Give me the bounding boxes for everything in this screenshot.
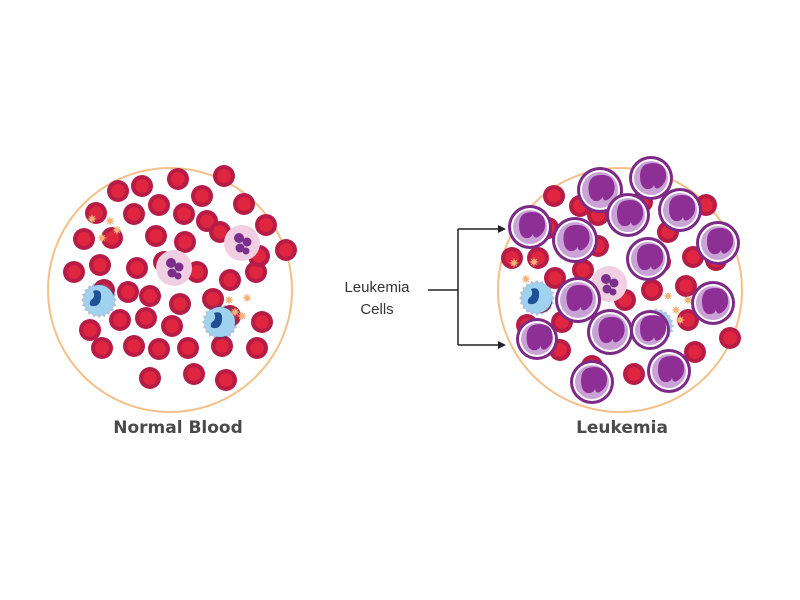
red-blood-cell — [139, 285, 161, 307]
leukemia-cells — [501, 156, 741, 404]
platelet — [112, 225, 122, 235]
red-blood-cell — [126, 257, 148, 279]
leukemia-blast-cell — [691, 281, 735, 325]
red-blood-cell — [148, 338, 170, 360]
red-blood-cell — [213, 165, 235, 187]
platelet — [97, 233, 107, 243]
red-blood-cell — [79, 319, 101, 341]
red-blood-cell — [191, 185, 213, 207]
lymphocyte — [202, 304, 238, 340]
red-blood-cell — [89, 254, 111, 276]
red-blood-cell — [527, 247, 549, 269]
leukemia-blast-cell — [555, 277, 601, 323]
red-blood-cell — [63, 261, 85, 283]
leukemia-blast-cell — [658, 188, 702, 232]
red-blood-cell — [183, 363, 205, 385]
leukemia-blast-cell — [606, 193, 650, 237]
red-blood-cell — [131, 175, 153, 197]
normal-blood-label: Normal Blood — [113, 418, 243, 438]
leukemia-blast-cell — [516, 318, 558, 360]
red-blood-cell — [215, 369, 237, 391]
platelet — [683, 295, 693, 305]
red-blood-cell — [233, 193, 255, 215]
red-blood-cell — [91, 337, 113, 359]
leukemia-cells-callout: Leukemia Cells — [322, 277, 432, 321]
callout-line-1: Leukemia — [344, 279, 410, 296]
red-blood-cell — [169, 293, 191, 315]
red-blood-cell — [135, 307, 157, 329]
callout-line-2: Cells — [360, 301, 394, 318]
normal-blood-panel — [47, 165, 297, 413]
platelet — [663, 291, 673, 301]
platelet — [105, 216, 115, 226]
neutrophil — [591, 266, 627, 302]
red-blood-cell — [544, 267, 566, 289]
lymphocyte — [81, 282, 117, 318]
red-blood-cell — [572, 259, 594, 281]
platelet — [237, 311, 247, 321]
red-blood-cell — [161, 315, 183, 337]
platelet — [230, 307, 240, 317]
red-blood-cell — [641, 279, 663, 301]
platelet — [224, 295, 234, 305]
leukemia-blast-cell — [626, 237, 670, 281]
red-blood-cell — [145, 225, 167, 247]
red-blood-cell — [246, 337, 268, 359]
normal-blood-cells — [63, 165, 297, 391]
leukemia-blast-cell — [630, 310, 670, 350]
neutrophil — [156, 250, 192, 286]
red-blood-cell — [677, 309, 699, 331]
neutrophil — [224, 225, 260, 261]
arrowhead-upper — [498, 225, 506, 233]
red-blood-cell — [219, 269, 241, 291]
red-blood-cell — [684, 341, 706, 363]
platelet — [242, 293, 252, 303]
red-blood-cell — [211, 335, 233, 357]
platelet — [675, 315, 685, 325]
red-blood-cell — [139, 367, 161, 389]
platelet — [87, 214, 97, 224]
red-blood-cell — [148, 194, 170, 216]
red-blood-cell — [85, 202, 107, 224]
lymphocyte — [519, 280, 555, 316]
leukemia-blast-cell — [629, 156, 673, 200]
red-blood-cell — [251, 311, 273, 333]
red-blood-cell — [73, 228, 95, 250]
red-blood-cell — [623, 363, 645, 385]
platelet — [529, 257, 539, 267]
leukemia-panel — [497, 156, 743, 413]
red-blood-cell — [255, 214, 277, 236]
red-blood-cell — [123, 335, 145, 357]
red-blood-cell — [167, 168, 189, 190]
red-blood-cell — [107, 180, 129, 202]
leukemia-blast-cell — [570, 360, 614, 404]
red-blood-cell — [543, 185, 565, 207]
callout-bracket-line — [428, 228, 500, 346]
leukemia-blast-cell — [696, 221, 740, 265]
leukemia-blast-cell — [647, 349, 691, 393]
red-blood-cell — [675, 275, 697, 297]
platelet — [671, 305, 681, 315]
leukemia-blast-cell — [508, 205, 552, 249]
red-blood-cell — [501, 247, 523, 269]
red-blood-cell — [123, 203, 145, 225]
red-blood-cell — [275, 239, 297, 261]
red-blood-cell — [173, 203, 195, 225]
platelet — [509, 258, 519, 268]
leukemia-blast-cell — [587, 309, 633, 355]
red-blood-cell — [174, 231, 196, 253]
platelet — [521, 274, 531, 284]
red-blood-cell — [202, 288, 224, 310]
red-blood-cell — [177, 337, 199, 359]
red-blood-cell — [117, 281, 139, 303]
leukemia-blast-cell — [552, 217, 598, 263]
red-blood-cell — [109, 309, 131, 331]
red-blood-cell — [719, 327, 741, 349]
arrowhead-lower — [498, 341, 506, 349]
leukemia-label: Leukemia — [576, 418, 668, 438]
callout-arrows — [428, 225, 506, 349]
